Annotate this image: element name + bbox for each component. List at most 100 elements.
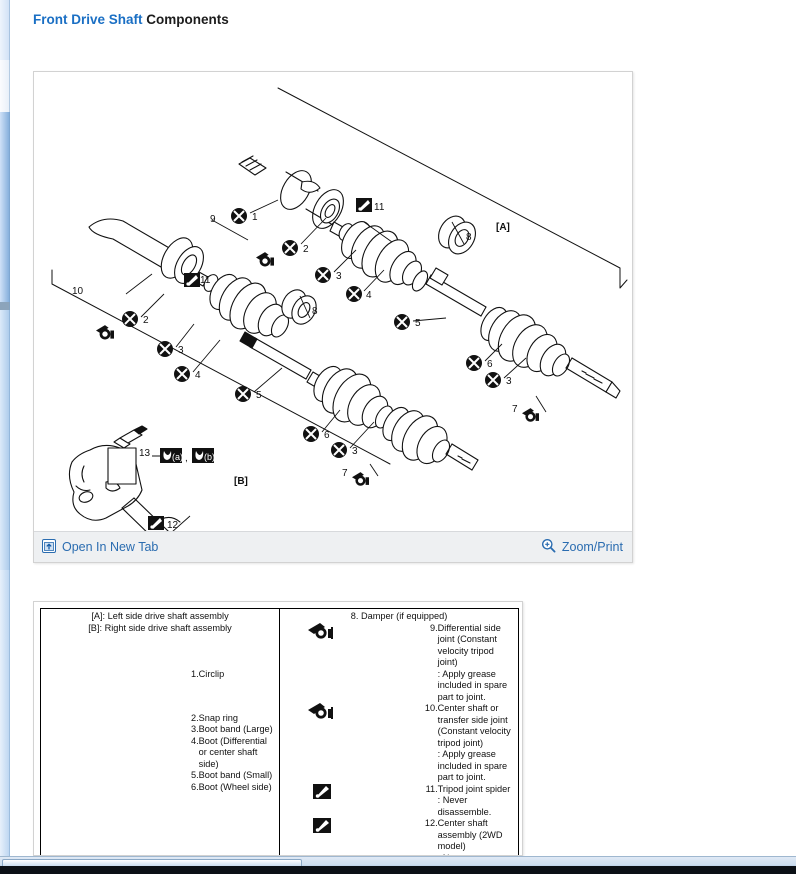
svg-text:3: 3 — [178, 345, 184, 356]
part-description: Boot (Wheel side) — [198, 781, 276, 793]
table-row: 9.Differential side joint (Constant velo… — [283, 622, 515, 703]
part-icon-empty — [44, 770, 122, 782]
never-disassemble-icon — [283, 783, 361, 818]
left-rail-segment — [0, 112, 10, 302]
page-title-rest: Components — [142, 12, 229, 27]
tripod-joint-grease-icon — [283, 703, 361, 784]
table-row: 12.Center shaft assembly (2WD model): Ne… — [283, 818, 515, 855]
svg-text:3: 3 — [352, 446, 358, 457]
part-description: Differential side joint (Constant veloci… — [437, 622, 515, 703]
svg-text:6: 6 — [324, 430, 330, 441]
open-in-new-window-icon — [42, 538, 56, 556]
part-number: 1. — [121, 668, 199, 713]
svg-text:[B]: [B] — [234, 476, 248, 487]
page-title: Front Drive Shaft Components — [33, 11, 229, 29]
content-area: Front Drive Shaft Components — [10, 0, 796, 856]
svg-text:3: 3 — [506, 376, 512, 387]
left-rail-divider — [0, 302, 10, 310]
open-in-new-tab-button[interactable]: Open In New Tab — [42, 538, 159, 556]
table-row: 10.Center shaft or transfer side joint (… — [283, 703, 515, 784]
table-row: 5.Boot band (Small) — [44, 770, 276, 782]
parts-table-panel: [A]: Left side drive shaft assembly[B]: … — [33, 601, 523, 856]
part-icon-empty — [44, 668, 122, 713]
svg-text:,: , — [185, 453, 188, 464]
left-rail-segment — [0, 310, 10, 570]
table-row: 8. Damper (if equipped) — [283, 611, 515, 623]
part-icon-empty — [44, 712, 122, 724]
svg-text:11: 11 — [374, 202, 385, 213]
table-row: 1.Circlip — [44, 668, 276, 713]
part-number: 2. — [121, 712, 199, 724]
svg-text:8: 8 — [466, 232, 472, 243]
svg-text:[A]: [A] — [496, 222, 510, 233]
part-number: 6. — [121, 781, 199, 793]
page-title-lead: Front Drive Shaft — [33, 12, 143, 27]
figure-panel: 1 2 3 4 5 6 3 2 3 4 5 6 3 8 8 — [33, 71, 633, 563]
part-description: Boot (Differential or center shaft side) — [198, 735, 276, 770]
left-rail-segment — [0, 60, 10, 112]
tripod-joint-grease-icon — [283, 622, 361, 703]
zoom-print-label: Zoom/Print — [561, 540, 623, 554]
table-cell-heading: [B]: Right side drive shaft assembly — [44, 622, 276, 669]
svg-text:2: 2 — [143, 315, 149, 326]
part-description: Tripod joint spider: Never disassemble. — [437, 783, 515, 818]
part-description: Snap ring — [198, 712, 276, 724]
parts-right-column: 8. Damper (if equipped)9.Differential si… — [279, 608, 519, 855]
part-number: 3. — [121, 724, 199, 736]
svg-text:3: 3 — [336, 271, 342, 282]
open-in-new-tab-label: Open In New Tab — [62, 540, 159, 554]
svg-text:5: 5 — [415, 318, 421, 329]
svg-text:9: 9 — [210, 214, 216, 225]
part-number: 5. — [121, 770, 199, 782]
window-bottom-edge — [0, 866, 796, 874]
left-rail-segment — [0, 0, 10, 60]
svg-text:10: 10 — [72, 286, 84, 297]
svg-text:1: 1 — [252, 212, 258, 223]
svg-text:5: 5 — [256, 390, 262, 401]
magnifier-plus-icon — [541, 538, 556, 556]
table-row: 6.Boot (Wheel side) — [44, 781, 276, 793]
table-row: 11.Tripod joint spider: Never disassembl… — [283, 783, 515, 818]
table-row: 4.Boot (Differential or center shaft sid… — [44, 735, 276, 770]
svg-text:13: 13 — [139, 448, 151, 459]
svg-text:8: 8 — [312, 306, 318, 317]
parts-table: [A]: Left side drive shaft assembly[B]: … — [40, 608, 519, 855]
table-cell-heading: 8. Damper (if equipped) — [283, 611, 515, 623]
never-disassemble-icon — [283, 818, 361, 855]
part-icon-empty — [44, 724, 122, 736]
svg-text:11: 11 — [200, 275, 211, 286]
part-description: Circlip — [198, 668, 276, 713]
part-number: 10. — [360, 703, 438, 784]
svg-text:(a): (a) — [172, 452, 183, 462]
svg-text:4: 4 — [195, 370, 201, 381]
table-row: [A]: Left side drive shaft assembly — [44, 611, 276, 623]
table-row: 3.Boot band (Large) — [44, 724, 276, 736]
part-number: 12. — [360, 818, 438, 855]
zoom-print-button[interactable]: Zoom/Print — [541, 538, 623, 556]
part-number: 4. — [121, 735, 199, 770]
svg-text:7: 7 — [342, 468, 348, 479]
figure-image[interactable]: 1 2 3 4 5 6 3 2 3 4 5 6 3 8 8 — [34, 72, 632, 531]
parts-left-column: [A]: Left side drive shaft assembly[B]: … — [40, 608, 280, 855]
content-left-edge — [9, 0, 10, 874]
part-number: 11. — [360, 783, 438, 818]
svg-text:4: 4 — [366, 290, 372, 301]
table-row: 2.Snap ring — [44, 712, 276, 724]
table-cell-heading: [A]: Left side drive shaft assembly — [44, 611, 276, 623]
svg-text:(b): (b) — [204, 452, 215, 462]
part-description: Boot band (Small) — [198, 770, 276, 782]
part-description: Boot band (Large) — [198, 724, 276, 736]
part-icon-empty — [44, 735, 122, 770]
svg-text:12: 12 — [167, 520, 179, 531]
left-rail-segment — [0, 570, 10, 874]
part-icon-empty — [44, 781, 122, 793]
svg-text:6: 6 — [487, 359, 493, 370]
svg-text:2: 2 — [303, 244, 309, 255]
part-description: Center shaft or transfer side joint (Con… — [437, 703, 515, 784]
svg-text:7: 7 — [512, 404, 518, 415]
table-row: [A]: Left side drive shaft assembly[B]: … — [40, 608, 519, 855]
part-number: 9. — [360, 622, 438, 703]
table-row: [B]: Right side drive shaft assembly — [44, 622, 276, 669]
figure-toolbar: Open In New Tab Zoom/Print — [34, 531, 632, 562]
